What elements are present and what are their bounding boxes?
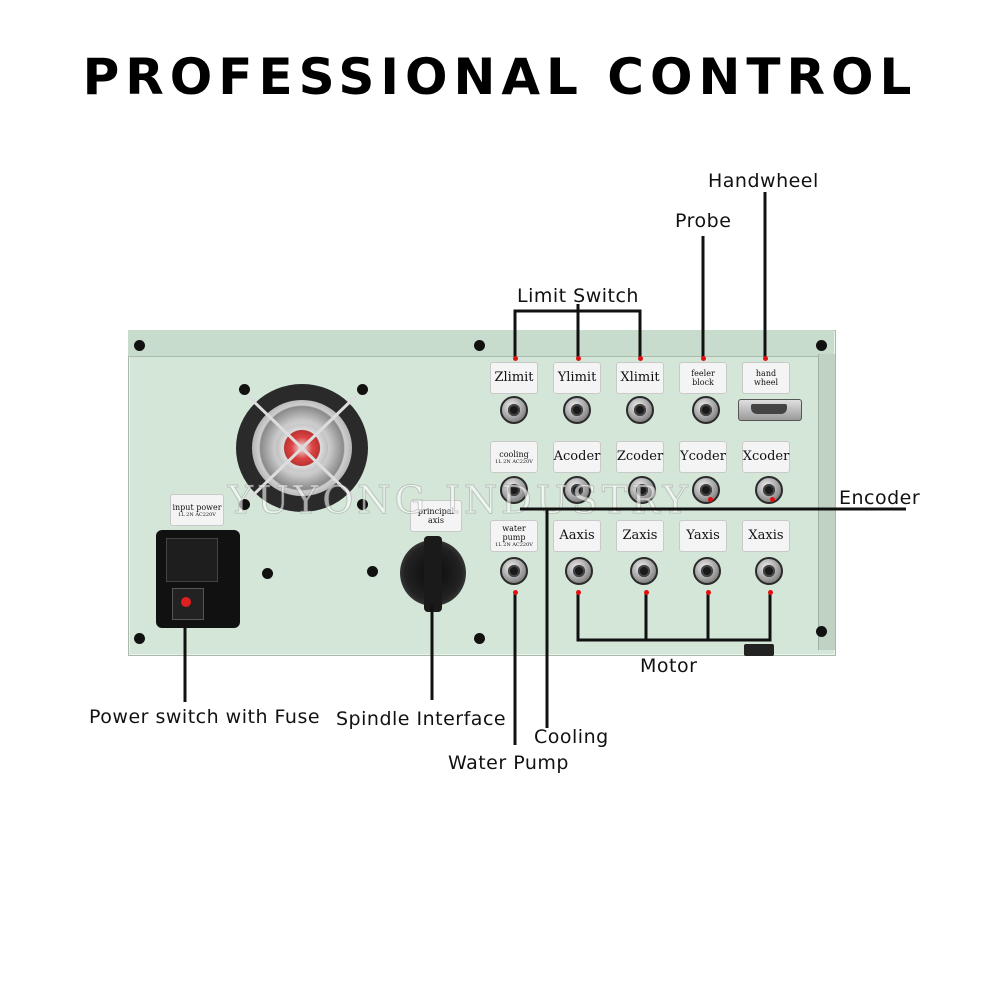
marker-dot bbox=[513, 590, 518, 595]
callout-cooling: Cooling bbox=[534, 726, 609, 748]
xaxis-connector[interactable] bbox=[755, 557, 783, 585]
marker-dot bbox=[763, 356, 768, 361]
tag-ycoder: Ycoder bbox=[679, 441, 727, 473]
tag-water-pump-text: water pump bbox=[502, 524, 526, 542]
tag-yaxis: Yaxis bbox=[679, 520, 727, 552]
aaxis-connector[interactable] bbox=[565, 557, 593, 585]
screw bbox=[134, 340, 145, 351]
zlimit-connector[interactable] bbox=[500, 396, 528, 424]
marker-dot bbox=[768, 590, 773, 595]
marker-dot bbox=[706, 590, 711, 595]
marker-dot bbox=[644, 590, 649, 595]
tag-zaxis: Zaxis bbox=[616, 520, 664, 552]
tag-zcoder: Zcoder bbox=[616, 441, 664, 473]
callout-water-pump: Water Pump bbox=[448, 752, 569, 774]
callout-handwheel: Handwheel bbox=[708, 170, 819, 192]
tag-feeler-block-text: feeler block bbox=[691, 369, 715, 387]
screw bbox=[134, 633, 145, 644]
tag-acoder: Acoder bbox=[553, 441, 601, 473]
screw bbox=[474, 633, 485, 644]
input-power-text: input power bbox=[172, 502, 222, 512]
callout-motor: Motor bbox=[640, 655, 698, 677]
tag-cooling-rating: 1L 2N AC220V bbox=[495, 458, 533, 465]
power-indicator bbox=[181, 597, 191, 607]
tag-xaxis: Xaxis bbox=[742, 520, 790, 552]
marker-dot bbox=[513, 356, 518, 361]
input-power-tag: input power 1L 2N AC220V bbox=[170, 494, 224, 526]
screw bbox=[239, 384, 250, 395]
tag-xlimit: Xlimit bbox=[616, 362, 664, 394]
probe-connector[interactable] bbox=[692, 396, 720, 424]
tag-water-pump-rating: 1L 2N AC220V bbox=[495, 542, 533, 548]
tag-zlimit: Zlimit bbox=[490, 362, 538, 394]
principal-axis-text: principal axis bbox=[417, 507, 455, 525]
screw bbox=[816, 340, 827, 351]
input-power-rating: 1L 2N AC220V bbox=[178, 511, 216, 518]
screw bbox=[816, 626, 827, 637]
screw bbox=[262, 568, 273, 579]
page-title: PROFESSIONAL CONTROL bbox=[82, 48, 918, 106]
ycoder-connector[interactable] bbox=[692, 476, 720, 504]
box-foot bbox=[744, 644, 774, 656]
screw bbox=[367, 566, 378, 577]
xcoder-connector[interactable] bbox=[755, 476, 783, 504]
acoder-connector[interactable] bbox=[563, 476, 591, 504]
ylimit-connector[interactable] bbox=[563, 396, 591, 424]
screw bbox=[357, 384, 368, 395]
panel-right-side bbox=[818, 354, 835, 650]
power-socket[interactable] bbox=[166, 538, 218, 582]
callout-power-switch: Power switch with Fuse bbox=[89, 706, 321, 728]
tag-feeler-block: feeler block bbox=[679, 362, 727, 394]
marker-dot bbox=[708, 497, 713, 502]
zaxis-connector[interactable] bbox=[630, 557, 658, 585]
tag-hand-wheel: hand wheel bbox=[742, 362, 790, 394]
screw bbox=[357, 499, 368, 510]
tag-aaxis: Aaxis bbox=[553, 520, 601, 552]
tag-water-pump: water pump 1L 2N AC220V bbox=[490, 520, 538, 552]
yaxis-connector[interactable] bbox=[693, 557, 721, 585]
marker-dot bbox=[770, 497, 775, 502]
callout-encoder: Encoder bbox=[839, 487, 921, 509]
watermark: YUYONG INDUSTRY bbox=[228, 478, 692, 523]
screw bbox=[239, 499, 250, 510]
callout-spindle-interface: Spindle Interface bbox=[336, 708, 507, 730]
marker-dot bbox=[701, 356, 706, 361]
zcoder-connector[interactable] bbox=[628, 476, 656, 504]
screw bbox=[474, 340, 485, 351]
cooling-connector[interactable] bbox=[500, 476, 528, 504]
tag-xcoder: Xcoder bbox=[742, 441, 790, 473]
tag-ylimit: Ylimit bbox=[553, 362, 601, 394]
callout-probe: Probe bbox=[675, 210, 732, 232]
marker-dot bbox=[576, 590, 581, 595]
marker-dot bbox=[638, 356, 643, 361]
water-pump-connector[interactable] bbox=[500, 557, 528, 585]
principal-axis-tag: principal axis bbox=[410, 500, 462, 532]
xlimit-connector[interactable] bbox=[626, 396, 654, 424]
spindle-clamp bbox=[424, 536, 442, 612]
tag-cooling-text: cooling bbox=[499, 449, 529, 459]
marker-dot bbox=[576, 356, 581, 361]
tag-cooling: cooling 1L 2N AC220V bbox=[490, 441, 538, 473]
handwheel-db15-connector[interactable] bbox=[738, 399, 802, 421]
callout-limit-switch: Limit Switch bbox=[517, 285, 639, 307]
tag-hand-wheel-text: hand wheel bbox=[753, 369, 779, 387]
